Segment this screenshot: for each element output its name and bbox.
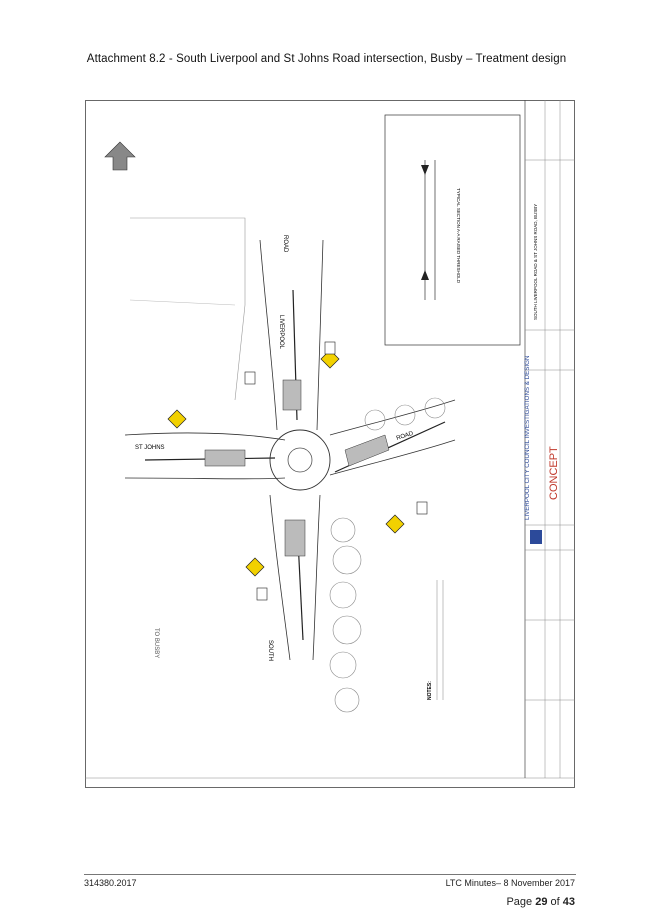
project-name: SOUTH LIVERPOOL ROAD & ST JOHNS ROAD, BU… — [533, 204, 538, 320]
council-name: LIVERPOOL CITY COUNCIL INVESTIGATIONS & … — [524, 356, 531, 520]
page-title: Attachment 8.2 - South Liverpool and St … — [86, 53, 567, 65]
road-label-right: ROAD — [396, 431, 415, 442]
footer-divider — [84, 874, 576, 875]
regulatory-sign-icon — [244, 341, 428, 601]
concept-stamp: CONCEPT — [548, 446, 560, 500]
parkland-trees — [329, 397, 446, 713]
notes-label: NOTES: — [427, 681, 433, 700]
document-reference: 314380.2017 — [84, 878, 137, 888]
warning-sign-icon — [167, 349, 405, 577]
page-total: 43 — [562, 896, 575, 908]
council-logo-icon — [530, 530, 542, 544]
st-johns-label: ST JOHNS — [135, 445, 165, 451]
treatment-design-drawing: LIVERPOOL ROAD ST JOHNS ROAD SOUTH TO BU… — [85, 100, 575, 788]
page-of: of — [547, 896, 563, 908]
road-label-top: ROAD — [282, 235, 288, 253]
liverpool-road-label: LIVERPOOL — [278, 315, 284, 350]
inset-title: TYPICAL SECTION A-A RAISED THRESHOLD — [456, 188, 461, 284]
roundabout — [269, 429, 331, 491]
page-current: 29 — [535, 896, 548, 908]
to-busby-label: TO BUSBY — [153, 628, 159, 658]
north-arrow-icon — [104, 141, 136, 171]
south-road-label: SOUTH — [267, 640, 273, 661]
raised-thresholds — [204, 379, 390, 557]
title-block: LIVERPOOL CITY COUNCIL INVESTIGATIONS & … — [524, 100, 575, 778]
page-prefix: Page — [506, 896, 536, 908]
meeting-reference: LTC Minutes– 8 November 2017 — [445, 878, 575, 888]
inset-section-detail: TYPICAL SECTION A-A RAISED THRESHOLD — [384, 114, 521, 346]
page-number: Page 29 of 43 — [506, 896, 575, 908]
